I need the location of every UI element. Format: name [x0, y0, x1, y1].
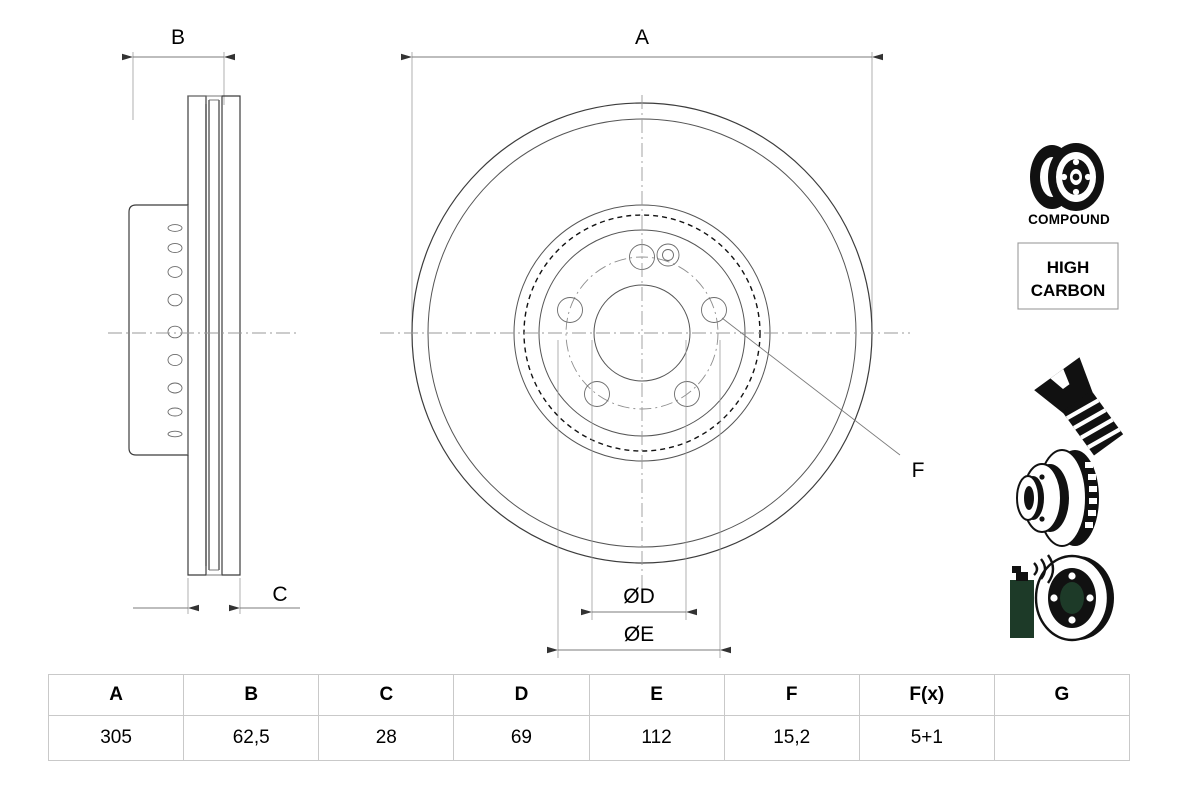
dimension-oe: ØE — [547, 340, 731, 658]
dimension-oe-label: ØE — [624, 623, 654, 646]
spec-table: A B C D E F F(x) G 305 62,5 28 69 112 15… — [47, 674, 1131, 761]
center-bore — [593, 284, 691, 382]
spec-value-g — [993, 715, 1131, 761]
vented-disc-icon — [1016, 449, 1099, 547]
dimension-od-label: ØD — [623, 585, 655, 608]
locating-pin-hole — [656, 243, 680, 267]
spec-header-a: A — [47, 674, 185, 716]
hub-face-circle — [538, 229, 746, 437]
dimension-b-label: B — [171, 26, 185, 49]
side-section-view: B — [108, 26, 300, 614]
dimension-a-label: A — [635, 26, 649, 49]
dimension-c: C — [133, 578, 300, 614]
dimension-od: ØD — [581, 340, 697, 620]
side-bolt-holes — [167, 224, 183, 438]
dimension-b: B — [122, 26, 235, 120]
high-carbon-line-2: CARBON — [1031, 281, 1106, 300]
spec-header-fx: F(x) — [858, 674, 995, 716]
spec-header-f: F — [723, 674, 860, 716]
spec-header-g: G — [993, 674, 1131, 716]
spec-header-c: C — [318, 674, 455, 716]
coated-disc-spray-icon — [1010, 554, 1114, 642]
spec-header-e: E — [588, 674, 725, 716]
countersunk-screw-icon — [1034, 357, 1124, 456]
spec-header-d: D — [453, 674, 590, 716]
dimension-c-label: C — [272, 583, 287, 606]
side-hat-section — [128, 204, 189, 456]
compound-disc-icon — [1030, 143, 1104, 211]
side-friction-ring — [187, 95, 241, 576]
spec-value-fx: 5+1 — [858, 715, 995, 761]
spec-header-b: B — [183, 674, 320, 716]
spec-value-d: 69 — [453, 715, 590, 761]
spec-table-value-row: 305 62,5 28 69 112 15,2 5+1 — [47, 715, 1131, 761]
high-carbon-line-1: HIGH — [1047, 258, 1090, 277]
spec-value-e: 112 — [588, 715, 725, 761]
front-disc-view: A — [380, 26, 924, 658]
compound-caption: COMPOUND — [1028, 212, 1110, 227]
spec-table-header-row: A B C D E F F(x) G — [47, 674, 1131, 716]
spec-value-b: 62,5 — [183, 715, 320, 761]
spec-value-f: 15,2 — [723, 715, 860, 761]
dimension-f: F — [721, 317, 925, 482]
dimension-a: A — [401, 26, 883, 340]
high-carbon-badge: HIGH CARBON — [1017, 242, 1119, 310]
dimension-f-label: F — [912, 459, 925, 482]
spec-value-c: 28 — [318, 715, 455, 761]
spec-value-a: 305 — [47, 715, 185, 761]
